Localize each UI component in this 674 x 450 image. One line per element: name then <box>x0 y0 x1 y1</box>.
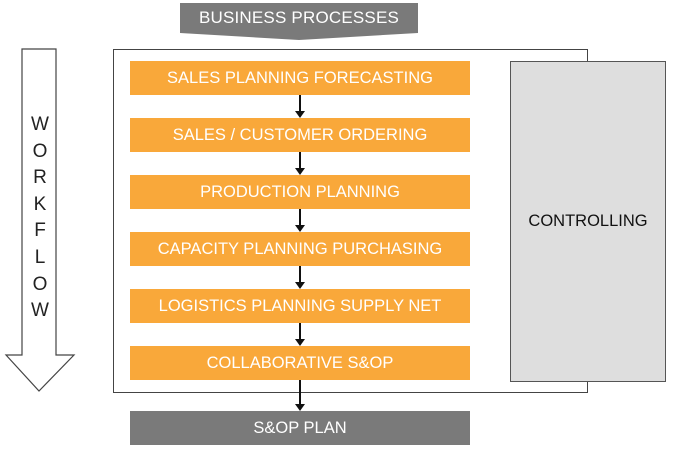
flow-arrow-line <box>299 152 301 168</box>
workflow-letter: W <box>31 300 49 322</box>
flow-arrow-line <box>299 380 301 404</box>
flow-arrow-head-icon <box>295 339 305 346</box>
workflow-label: W O R K F L O W <box>22 112 58 325</box>
controlling-label: CONTROLLING <box>528 212 648 230</box>
header-title: BUSINESS PROCESSES <box>198 8 400 27</box>
flow-arrow-head-icon <box>295 282 305 289</box>
step-sales-planning-forecasting: SALES PLANNING FORECASTING <box>130 61 470 95</box>
step-capacity-planning-purchasing: CAPACITY PLANNING PURCHASING <box>130 232 470 266</box>
header-banner: BUSINESS PROCESSES <box>180 3 418 40</box>
step-sales-customer-ordering: SALES / CUSTOMER ORDERING <box>130 118 470 152</box>
workflow-letter: F <box>34 220 46 242</box>
header-banner-shape <box>180 3 418 40</box>
step-logistics-planning-supply-net: LOGISTICS PLANNING SUPPLY NET <box>130 289 470 323</box>
sop-plan-output: S&OP PLAN <box>130 411 470 445</box>
flow-arrow-line <box>299 209 301 225</box>
flow-arrow-head-icon <box>295 168 305 175</box>
flow-arrow-line <box>299 266 301 282</box>
workflow-letter: L <box>34 246 46 268</box>
workflow-letter: O <box>32 140 48 162</box>
workflow-letter: R <box>33 167 47 189</box>
flow-arrow-head-icon <box>295 225 305 232</box>
workflow-arrow-icon <box>4 48 76 392</box>
flow-arrow-head-icon <box>295 111 305 118</box>
flow-arrow-line <box>299 95 301 111</box>
workflow-letter: K <box>33 193 47 215</box>
business-processes-container <box>113 49 588 393</box>
step-collaborative-sop: COLLABORATIVE S&OP <box>130 346 470 380</box>
controlling-panel: CONTROLLING <box>510 61 666 382</box>
step-production-planning: PRODUCTION PLANNING <box>130 175 470 209</box>
workflow-letter: W <box>31 114 49 135</box>
workflow-letter: O <box>32 273 48 295</box>
flow-arrow-line <box>299 323 301 339</box>
flow-arrow-head-icon <box>295 404 305 411</box>
